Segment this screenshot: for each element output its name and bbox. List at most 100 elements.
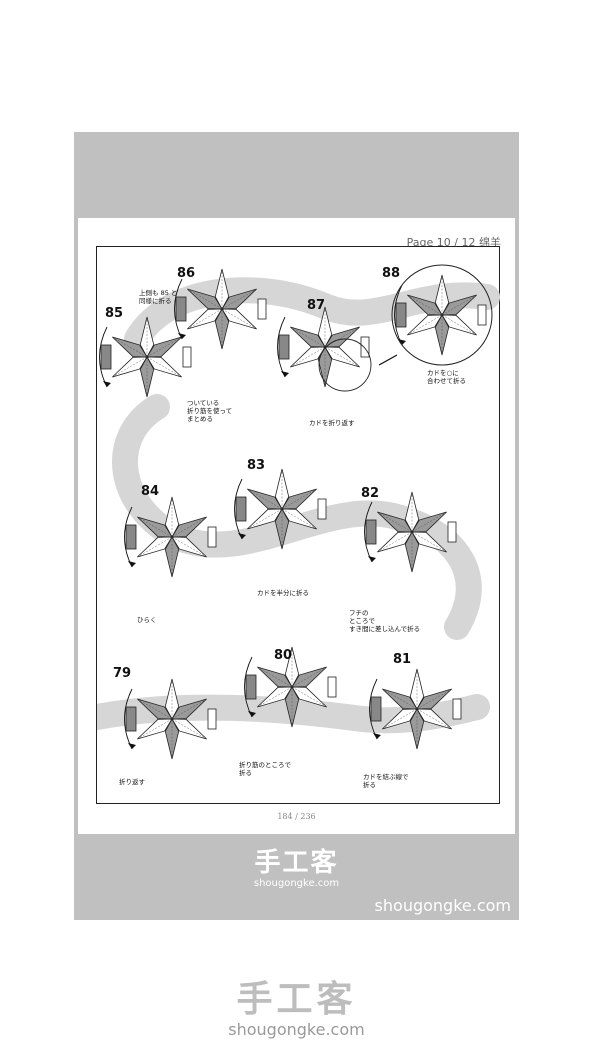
step-caption: カドを○に [427,369,459,377]
petal-flap [377,531,413,553]
step-caption: 折る [239,768,252,777]
arrow-head [368,556,376,562]
crease-line [416,708,452,730]
step-79-figure [124,678,217,760]
side-flap [370,696,382,722]
petal-flap [416,688,452,710]
petal-flap [407,314,443,336]
petal-flap [411,531,447,553]
step-number: 84 [141,484,159,499]
crease-line [291,686,327,708]
petal-flap [281,488,317,510]
crease-line [377,531,413,553]
crease-line [382,688,418,710]
step-number: 82 [361,486,379,501]
frame-logo: 手工客 shougongke.com [74,848,519,890]
crease-line [137,536,173,558]
step-number: 80 [274,648,292,663]
step-caption: ひらく [137,616,157,624]
crease-line [407,314,443,336]
petal-flap [324,346,360,368]
step-caption: ところで [349,617,376,625]
petal-flap [247,508,283,530]
arrow-head [178,333,186,339]
crease-line [290,346,326,368]
side-flap [360,336,370,358]
petal-flap [377,511,413,533]
crease-line [146,336,182,358]
step-number: 85 [105,306,123,321]
arrow-head [128,743,136,749]
crease-line [112,336,148,358]
crease-line [187,288,223,310]
side-flap [395,302,407,328]
petal-flap [291,666,327,688]
side-flap [317,498,327,520]
petal-flap [290,326,326,348]
step-caption: カドを半分に折る [257,588,309,597]
petal-flap [257,686,293,708]
crease-line [411,511,447,533]
arrow-head [248,711,256,717]
step-number: 88 [382,266,400,281]
side-flap [207,708,217,730]
crease-line [221,308,257,330]
step-81-figure [369,668,462,750]
crease-line [407,294,443,316]
crease-line [221,288,257,310]
page-header: Page 10 / 12 绵羊 [406,236,501,249]
crease-line [441,314,477,336]
crease-line [257,666,293,688]
petal-flap [112,356,148,378]
crease-line [281,508,317,530]
step-caption: フチの [349,609,369,617]
arrow-head [128,561,136,567]
step-caption: 折り筋のところで [239,760,292,769]
crease-line [411,531,447,553]
step-number: 81 [393,652,411,667]
side-flap [125,524,137,550]
side-flap [100,344,112,370]
petal-flap [290,346,326,368]
step-number: 86 [177,266,195,281]
side-flap [447,521,457,543]
crease-line [112,356,148,378]
step-80-figure [244,646,337,728]
petal-flap [441,294,477,316]
crease-line [137,698,173,720]
side-flap [245,674,257,700]
crease-line [187,308,223,330]
page-number: 184 / 236 [277,812,316,821]
petal-flap [441,314,477,336]
arrow-head [238,533,246,539]
crease-line [441,294,477,316]
petal-flap [257,666,293,688]
petal-flap [291,686,327,708]
step-88-figure [394,274,487,356]
crease-line [290,326,326,348]
crease-line [137,718,173,740]
arrow-head [373,733,381,739]
crease-line [146,356,182,378]
step-caption: 同様に折る [139,296,172,305]
crease-line [291,666,327,688]
crease-line [247,508,283,530]
step-caption: まとめる [187,415,213,423]
crease-line [281,488,317,510]
petal-flap [382,688,418,710]
step-85-figure [99,316,192,398]
crease-line [247,488,283,510]
side-flap [125,706,137,732]
step-caption: 合わせて折る [427,376,466,385]
petal-flap [247,488,283,510]
crease-line [377,511,413,533]
side-flap [235,496,247,522]
step-number: 79 [113,666,131,681]
step-86-figure [174,268,267,350]
petal-flap [281,508,317,530]
step-caption: 折る [363,780,376,789]
crease-line [171,536,207,558]
